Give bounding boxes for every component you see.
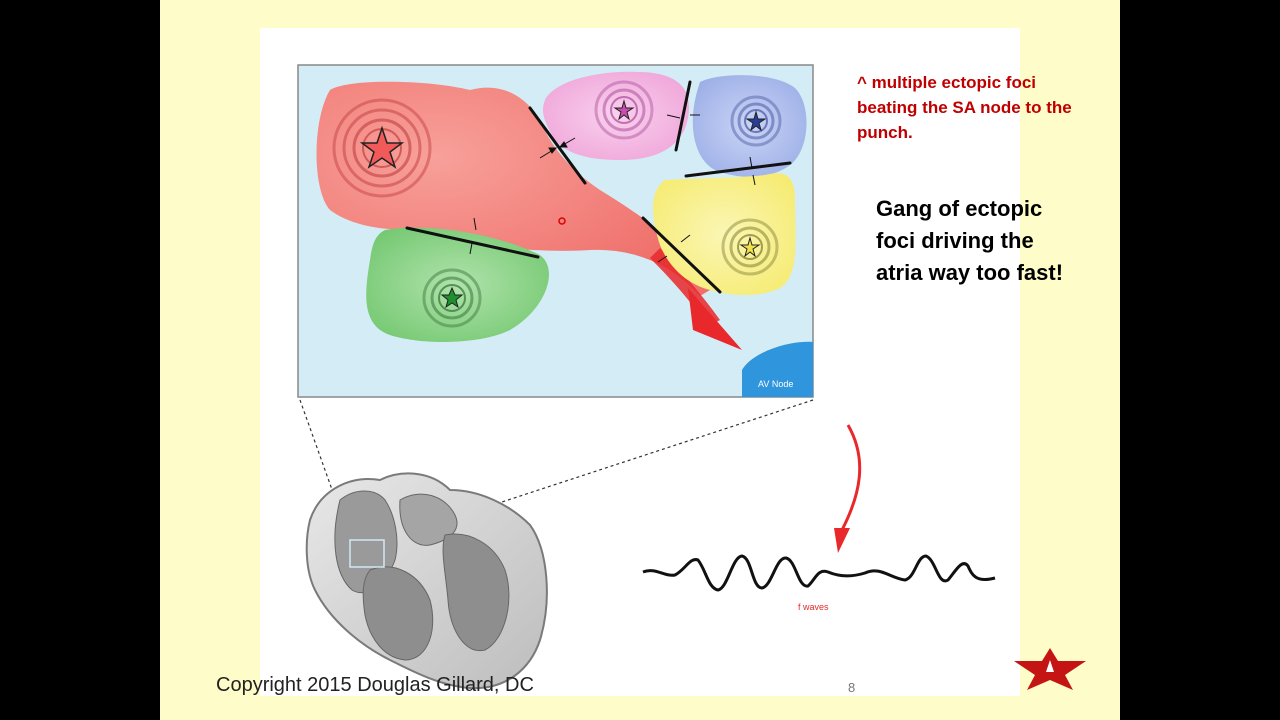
blue-focus-rings [730, 95, 782, 147]
gang-of-foci-annotation: Gang of ectopic foci driving the atria w… [876, 196, 1064, 285]
cursor-marker [558, 217, 566, 225]
ectopic-foci-annotation: ^ multiple ectopic foci beating the SA n… [857, 73, 1072, 142]
red-focus-region [316, 81, 710, 296]
pink-focus-rings [594, 80, 654, 140]
blue-focus-region [692, 75, 807, 177]
av-node-label: AV Node [758, 379, 793, 389]
green-focus-region [366, 227, 549, 342]
red-focus-rings [332, 98, 432, 198]
conduction-block-lines [405, 80, 792, 294]
heart-illustration [305, 472, 548, 690]
yellow-focus-rings [721, 218, 779, 276]
red-arrow-icon [834, 424, 862, 553]
page-number: 8 [848, 680, 856, 695]
logo-star-icon [1014, 648, 1086, 690]
small-conduction-arrows [469, 114, 756, 263]
star-icon [440, 286, 464, 309]
pink-focus-region [542, 71, 690, 160]
star-icon [613, 99, 635, 121]
copyright-text: Copyright 2015 Douglas Gillard, DC [216, 674, 534, 696]
star-icon [739, 236, 761, 258]
f-waves-label: f waves [798, 602, 829, 612]
star-icon [745, 110, 767, 132]
av-node [742, 341, 813, 397]
star-icon [359, 125, 405, 169]
ecg-f-wave-trace [642, 554, 996, 592]
green-focus-rings [422, 268, 482, 328]
